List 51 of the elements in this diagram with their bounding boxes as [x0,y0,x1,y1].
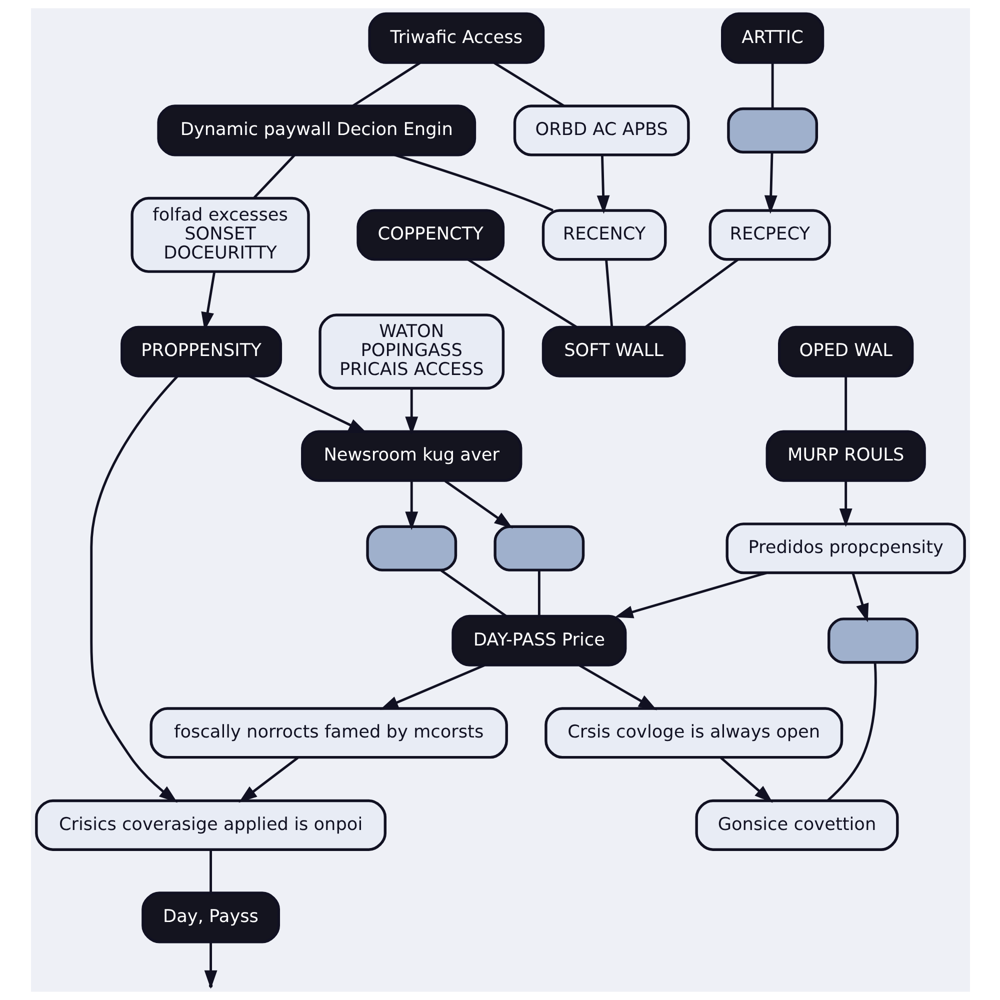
node-box: COPPENCTY [356,209,504,261]
connector [537,570,540,616]
arrow [444,480,512,528]
connector [644,258,738,328]
node-box: Gonsice covettion [694,799,898,851]
arrow [720,756,772,803]
node-box: RECPECY [708,209,830,261]
node-box: Crisics coverasige applied is onpoi [34,799,386,851]
node-box: PROPPENSITY [120,326,282,378]
node-box: MURP ROULS [765,430,926,482]
node-box: OPED WAL [778,326,914,378]
arrow [614,572,766,618]
node-box: Dynamic paywall Decion Engin [156,104,476,156]
connector [604,260,613,328]
connector [209,850,212,892]
arrow [404,480,418,530]
connector [770,63,774,108]
node-box: SOFT WALL [541,326,686,378]
node-box: ARTTIC [720,12,824,64]
node-box: WATON POPINGASS PRICAIS ACCESS [318,314,504,390]
node-box: folfad excesses SONSET DOCEURITTY [130,196,310,273]
arrow [578,664,657,710]
connector [493,62,564,107]
arrow [838,480,852,528]
arrow [238,756,298,803]
arrow [248,374,367,434]
node-box: Crsis covloge is always open [544,707,843,759]
node-box [827,618,918,664]
connector [467,258,576,328]
node-box [493,525,584,572]
node-box: Triwafic Access [368,12,544,64]
node-box: DAY-PASS Price [451,614,626,666]
arrow [90,375,178,803]
node-box [726,107,818,154]
node-box: Day, Payss [141,892,280,944]
arrow [596,154,610,214]
node-box: Newsroom kug aver [300,430,522,482]
node-box: ORBD AC APBS [512,104,690,156]
node-box: RECENCY [541,209,666,261]
arrow [379,664,484,710]
connector [252,154,296,199]
node-box: foscally norrocts famed by mcorsts [149,707,508,759]
connector [826,662,876,802]
connector [394,154,553,212]
connector [352,62,420,107]
node-box [366,525,457,572]
arrow [764,152,777,214]
connector [844,376,847,432]
node-box: Predidos propcpensity [725,522,966,574]
arrow [851,572,868,622]
connector [440,570,506,618]
